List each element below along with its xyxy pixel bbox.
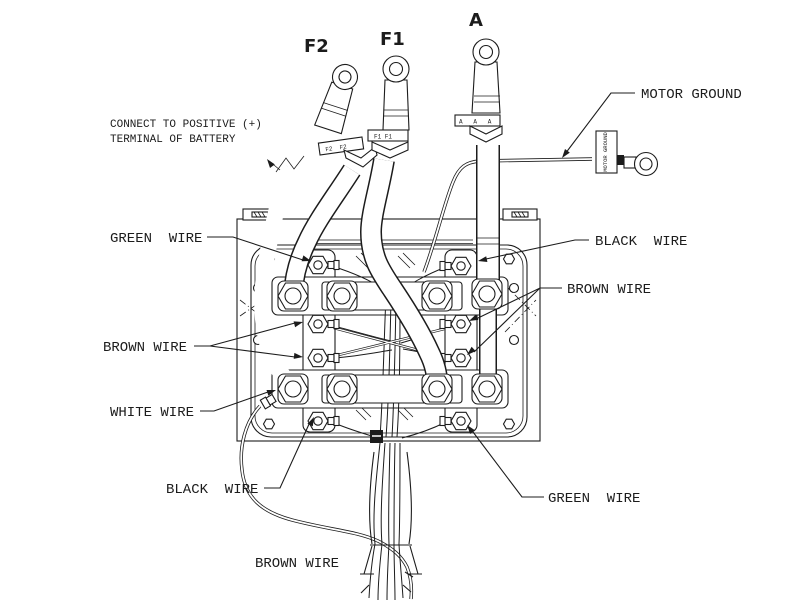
label-brown-wire-right: BROWN WIRE [567,282,651,298]
label-green-wire-top-left: GREEN WIRE [110,231,202,247]
stud-upper-bus-left [326,280,358,312]
label-black-wire-bottom-left: BLACK WIRE [166,482,258,498]
label-brown-wire-left: BROWN WIRE [103,340,187,356]
label-white-wire: WHITE WIRE [110,405,194,421]
stud-lower-bus-left [326,373,358,405]
mounting-clip-right [502,208,538,221]
battery-note-line2: TERMINAL OF BATTERY [110,134,236,146]
label-a: A [469,10,483,31]
motor-ground-tag-label: MOTOR GROUND [602,131,609,171]
f1-cable-tag [367,129,409,142]
stud-upper-bus-right [421,280,453,312]
f2-tag-label: F2 F2 [325,143,348,153]
motor-ground-tag [595,130,618,174]
f2-cable: F2 F2 [283,63,378,295]
stud-f1 [421,373,453,405]
stud-f2 [277,280,309,312]
f1-cable: F1 F1 [359,55,449,389]
bottom-wire-bundle [239,404,422,601]
label-brown-wire-bottom: BROWN WIRE [255,556,339,572]
battery-positive-cable [254,155,305,393]
labels: F2 F1 A CONNECT TO POSITIVE (+) TERMINAL… [103,10,742,572]
leader-lines [194,92,635,498]
stud-lower-right [471,373,503,405]
stud-a [471,278,503,310]
f2-cable-tag [317,136,365,156]
stud-battery [277,373,309,405]
to-battery-arrow [267,159,275,168]
label-f2: F2 [304,36,329,57]
label-black-wire-top-right: BLACK WIRE [595,234,687,250]
white-wire-crimp [259,393,277,410]
stud-terminals [259,278,503,410]
a-cable: A A A [454,38,503,388]
strain-relief-bracket [360,544,422,594]
f1-tag-label: F1 F1 [374,134,392,141]
label-motor-ground: MOTOR GROUND [641,87,742,103]
label-f1: F1 [380,29,405,50]
a-cable-tag [454,114,501,127]
label-green-wire-bottom-right: GREEN WIRE [548,491,640,507]
a-tag-label: A A A [459,119,492,126]
battery-note-line1: CONNECT TO POSITIVE (+) [110,119,262,131]
motor-ground-wire: MOTOR GROUND [422,130,659,273]
